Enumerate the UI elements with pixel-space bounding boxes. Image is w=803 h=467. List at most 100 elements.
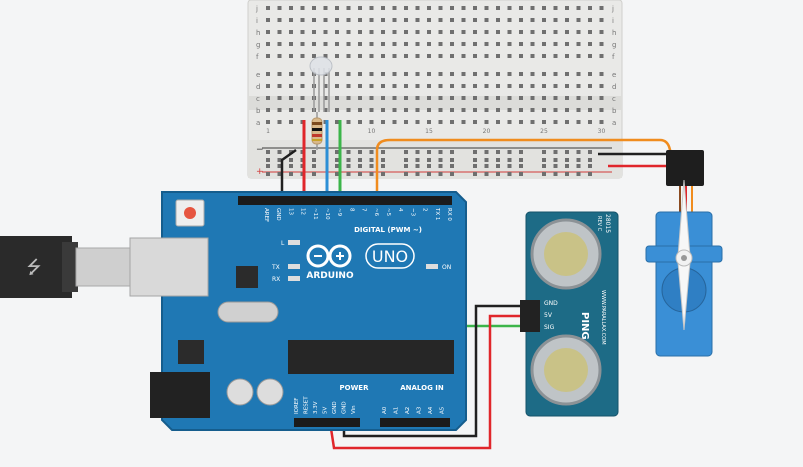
breadboard-rail-hole[interactable] — [565, 150, 569, 154]
breadboard-rail-hole[interactable] — [266, 164, 270, 168]
breadboard-hole[interactable] — [381, 84, 385, 88]
breadboard-rail-hole[interactable] — [369, 172, 374, 176]
breadboard-hole[interactable] — [381, 72, 385, 76]
breadboard-hole[interactable] — [369, 54, 374, 58]
breadboard-hole[interactable] — [519, 84, 523, 88]
breadboard-hole[interactable] — [542, 96, 546, 100]
breadboard-hole[interactable] — [266, 72, 270, 76]
breadboard-hole[interactable] — [473, 42, 477, 46]
breadboard-hole[interactable] — [588, 18, 592, 22]
breadboard-rail-hole[interactable] — [289, 164, 293, 168]
breadboard-hole[interactable] — [415, 6, 420, 10]
arduino-uno-board[interactable]: L TX RX ON ARDUINO UNO DIGITAL (PWM ~) P… — [129, 191, 467, 431]
breadboard-hole[interactable] — [496, 54, 500, 58]
breadboard-hole[interactable] — [312, 54, 316, 58]
breadboard-rail-hole[interactable] — [553, 164, 558, 168]
breadboard-hole[interactable] — [335, 18, 339, 22]
breadboard-hole[interactable] — [335, 6, 339, 10]
breadboard-rail-hole[interactable] — [565, 164, 569, 168]
usb-cable[interactable]: ⭍ — [0, 236, 133, 298]
breadboard-hole[interactable] — [392, 84, 397, 88]
breadboard-hole[interactable] — [542, 84, 546, 88]
breadboard-hole[interactable] — [588, 72, 592, 76]
breadboard-hole[interactable] — [415, 54, 420, 58]
breadboard-hole[interactable] — [392, 72, 397, 76]
breadboard-hole[interactable] — [438, 18, 443, 22]
breadboard-hole[interactable] — [438, 54, 443, 58]
breadboard-hole[interactable] — [277, 96, 282, 100]
breadboard-hole[interactable] — [473, 54, 477, 58]
breadboard-rail-hole[interactable] — [277, 164, 282, 168]
breadboard-hole[interactable] — [450, 54, 454, 58]
breadboard-hole[interactable] — [484, 96, 489, 100]
breadboard-hole[interactable] — [599, 96, 604, 100]
breadboard-hole[interactable] — [266, 6, 270, 10]
breadboard-hole[interactable] — [519, 6, 523, 10]
breadboard-hole[interactable] — [450, 30, 454, 34]
breadboard-hole[interactable] — [450, 120, 454, 124]
breadboard-hole[interactable] — [530, 30, 535, 34]
breadboard-hole[interactable] — [461, 54, 466, 58]
breadboard-hole[interactable] — [358, 72, 362, 76]
breadboard-hole[interactable] — [484, 120, 489, 124]
breadboard-rail-hole[interactable] — [473, 150, 477, 154]
breadboard-hole[interactable] — [542, 108, 546, 112]
breadboard-hole[interactable] — [404, 42, 408, 46]
breadboard-hole[interactable] — [496, 84, 500, 88]
breadboard-rail-hole[interactable] — [369, 164, 374, 168]
breadboard-hole[interactable] — [300, 72, 305, 76]
breadboard-rail-hole[interactable] — [427, 164, 431, 168]
breadboard-hole[interactable] — [450, 108, 454, 112]
breadboard-hole[interactable] — [496, 72, 500, 76]
breadboard-hole[interactable] — [358, 42, 362, 46]
breadboard-rail-hole[interactable] — [507, 158, 512, 162]
breadboard-hole[interactable] — [576, 120, 581, 124]
breadboard-rail-hole[interactable] — [312, 172, 316, 176]
breadboard-hole[interactable] — [530, 120, 535, 124]
breadboard-hole[interactable] — [346, 84, 351, 88]
breadboard-hole[interactable] — [427, 42, 431, 46]
breadboard-hole[interactable] — [507, 54, 512, 58]
breadboard-hole[interactable] — [277, 84, 282, 88]
breadboard-rail-hole[interactable] — [277, 158, 282, 162]
breadboard-hole[interactable] — [392, 6, 397, 10]
sensor-header[interactable] — [520, 300, 540, 332]
breadboard-hole[interactable] — [323, 30, 328, 34]
breadboard-rail-hole[interactable] — [519, 158, 523, 162]
breadboard-hole[interactable] — [381, 108, 385, 112]
breadboard-hole[interactable] — [530, 96, 535, 100]
breadboard-hole[interactable] — [404, 96, 408, 100]
breadboard-hole[interactable] — [553, 108, 558, 112]
breadboard-rail-hole[interactable] — [496, 164, 500, 168]
breadboard-rail-hole[interactable] — [576, 172, 581, 176]
breadboard-hole[interactable] — [576, 42, 581, 46]
breadboard-hole[interactable] — [588, 96, 592, 100]
breadboard-rail-hole[interactable] — [438, 172, 443, 176]
breadboard-hole[interactable] — [507, 108, 512, 112]
micro-servo[interactable] — [645, 150, 723, 357]
breadboard-hole[interactable] — [346, 18, 351, 22]
breadboard-rail-hole[interactable] — [473, 158, 477, 162]
breadboard-hole[interactable] — [599, 18, 604, 22]
breadboard-hole[interactable] — [530, 18, 535, 22]
breadboard-hole[interactable] — [473, 30, 477, 34]
breadboard-hole[interactable] — [335, 42, 339, 46]
breadboard-hole[interactable] — [599, 84, 604, 88]
breadboard-hole[interactable] — [289, 120, 293, 124]
breadboard-hole[interactable] — [335, 72, 339, 76]
breadboard-hole[interactable] — [553, 42, 558, 46]
breadboard-hole[interactable] — [496, 6, 500, 10]
breadboard-hole[interactable] — [358, 6, 362, 10]
breadboard-hole[interactable] — [565, 96, 569, 100]
breadboard-hole[interactable] — [289, 84, 293, 88]
breadboard-hole[interactable] — [473, 96, 477, 100]
breadboard-hole[interactable] — [323, 18, 328, 22]
breadboard-hole[interactable] — [519, 72, 523, 76]
breadboard-hole[interactable] — [369, 6, 374, 10]
breadboard-hole[interactable] — [553, 72, 558, 76]
breadboard-hole[interactable] — [565, 72, 569, 76]
breadboard-rail-hole[interactable] — [266, 172, 270, 176]
breadboard-hole[interactable] — [553, 84, 558, 88]
breadboard-hole[interactable] — [358, 84, 362, 88]
dc-jack[interactable] — [150, 372, 210, 418]
